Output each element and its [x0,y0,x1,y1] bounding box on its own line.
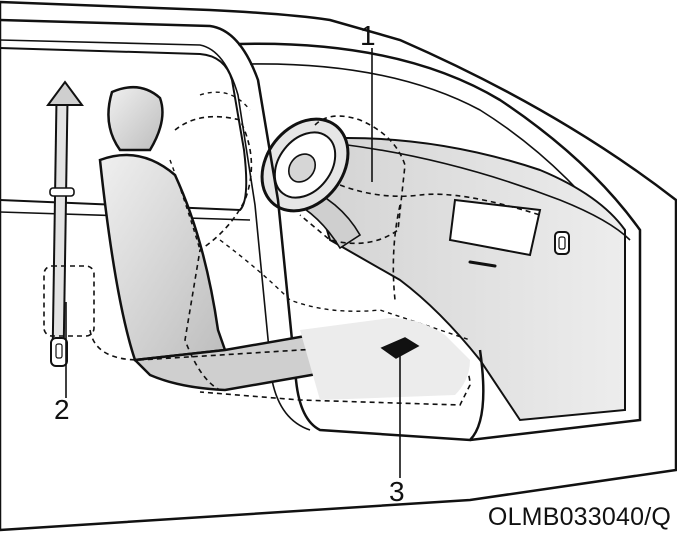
callout-3: 3 [389,476,405,507]
floor-panel [300,318,470,400]
door-frame-inner [0,39,311,431]
seat-belt [46,80,84,367]
wiring-harness-dashboard [339,184,541,301]
callout-1: 1 [360,20,376,51]
airbag-module-dashed [299,115,406,245]
seat-belt-sensor-dashed [43,265,95,337]
dashboard [298,137,626,422]
glove-box-latch [468,260,497,268]
dashboard-upper-edge [299,139,631,241]
steering-wheel [260,117,350,213]
side-airbag-dashed [174,115,253,391]
control-module [380,337,420,359]
figure-code: OLMB033040/Q [487,503,671,531]
curtain-airbag-dashed [169,91,251,251]
windshield-frame [237,42,642,442]
callout-2: 2 [54,394,70,425]
door-frame [0,18,485,442]
air-vent [554,231,570,255]
